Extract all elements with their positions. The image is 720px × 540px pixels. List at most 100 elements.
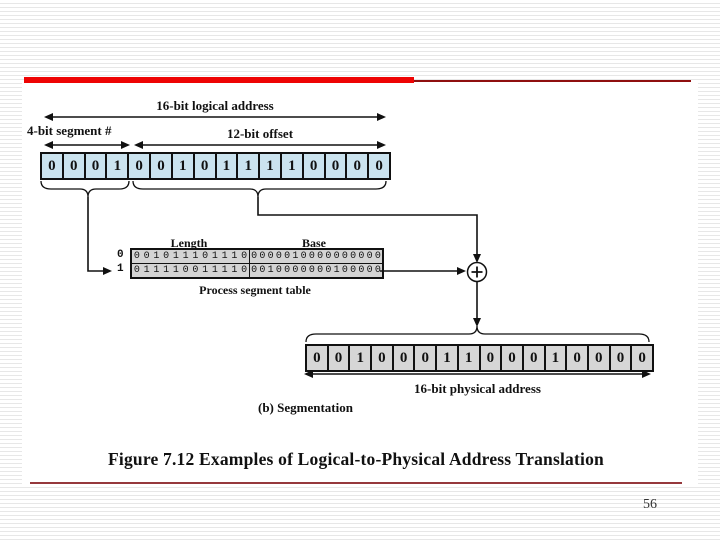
logical-address-label: 16-bit logical address — [156, 98, 274, 113]
bit: 0 — [182, 265, 189, 276]
red-accent-bar — [24, 77, 414, 83]
bit: 0 — [300, 265, 307, 276]
bit: 1 — [153, 251, 160, 262]
bit: 0 — [303, 154, 326, 178]
slide-content-panel — [22, 83, 698, 487]
bit: 0 — [341, 251, 348, 262]
bit: 1 — [202, 265, 209, 276]
bit: 0 — [328, 346, 351, 370]
bit: 0 — [350, 265, 357, 276]
segment-row-index-1: 1 — [117, 263, 124, 275]
bit: 0 — [567, 346, 589, 370]
bit: 0 — [202, 251, 209, 262]
bit: 0 — [308, 265, 315, 276]
bit: 0 — [85, 154, 108, 178]
process-segment-table-label: Process segment table — [199, 283, 311, 297]
segment-number-label: 4-bit segment # — [27, 123, 112, 138]
bit: 1 — [221, 265, 228, 276]
bit: 1 — [231, 265, 238, 276]
physical-address-label: 16-bit physical address — [414, 381, 541, 396]
bit: 0 — [588, 346, 611, 370]
bit: 0 — [133, 265, 140, 276]
bit: 1 — [182, 251, 189, 262]
bit: 0 — [341, 265, 348, 276]
sub-caption: (b) Segmentation — [258, 400, 353, 415]
bit: 0 — [317, 265, 324, 276]
bit: 1 — [260, 154, 282, 178]
bit: 0 — [192, 265, 199, 276]
bit: 0 — [259, 251, 266, 262]
bit: 0 — [415, 346, 438, 370]
bit: 0 — [275, 265, 282, 276]
bit: 1 — [231, 251, 238, 262]
bit: 0 — [143, 251, 150, 262]
bit: 0 — [133, 251, 140, 262]
bit: 1 — [172, 251, 179, 262]
bit: 1 — [333, 265, 340, 276]
bit: 0 — [369, 154, 389, 178]
bit: 1 — [107, 154, 130, 178]
bit: 0 — [284, 265, 291, 276]
bit: 0 — [632, 346, 652, 370]
bit: 0 — [333, 251, 340, 262]
bit: 0 — [366, 251, 373, 262]
bit: 0 — [610, 346, 633, 370]
figure-caption: Figure 7.12 Examples of Logical-to-Physi… — [108, 449, 604, 469]
bit: 0 — [275, 251, 282, 262]
bit: 0 — [241, 265, 248, 276]
bit: 0 — [325, 154, 348, 178]
bit: 1 — [458, 346, 481, 370]
bit: 1 — [192, 251, 199, 262]
bit: 0 — [194, 154, 217, 178]
bit: 0 — [358, 265, 365, 276]
bit: 0 — [347, 154, 370, 178]
bottom-divider-line — [30, 482, 682, 484]
length-column-header: Length — [170, 236, 208, 250]
bit: 0 — [372, 346, 394, 370]
bit: 0 — [259, 265, 266, 276]
bit: 0 — [300, 251, 307, 262]
bit: 1 — [350, 346, 373, 370]
bit: 0 — [480, 346, 503, 370]
bit: 0 — [63, 154, 86, 178]
bit: 1 — [437, 346, 459, 370]
bit: 1 — [163, 265, 170, 276]
bit: 0 — [307, 346, 329, 370]
segment-row-index-0: 0 — [117, 249, 124, 261]
bit: 1 — [172, 265, 179, 276]
bit: 1 — [143, 265, 150, 276]
bit: 1 — [211, 251, 218, 262]
bit: 0 — [267, 251, 274, 262]
bit: 0 — [502, 346, 524, 370]
bit: 1 — [172, 154, 195, 178]
bit: 0 — [308, 251, 315, 262]
bit: 0 — [42, 154, 64, 178]
bit: 0 — [251, 265, 258, 276]
bit: 0 — [129, 154, 152, 178]
bit: 1 — [238, 154, 261, 178]
bit: 0 — [241, 251, 248, 262]
bit: 0 — [374, 265, 381, 276]
bit: 0 — [358, 251, 365, 262]
bit: 0 — [325, 251, 332, 262]
bit: 1 — [216, 154, 239, 178]
bit: 1 — [292, 251, 299, 262]
offset-label: 12-bit offset — [226, 126, 294, 141]
bit: 0 — [163, 251, 170, 262]
bit: 0 — [317, 251, 324, 262]
bit: 0 — [393, 346, 416, 370]
bit: 0 — [523, 346, 546, 370]
bit: 1 — [267, 265, 274, 276]
bit: 0 — [325, 265, 332, 276]
bit: 0 — [284, 251, 291, 262]
